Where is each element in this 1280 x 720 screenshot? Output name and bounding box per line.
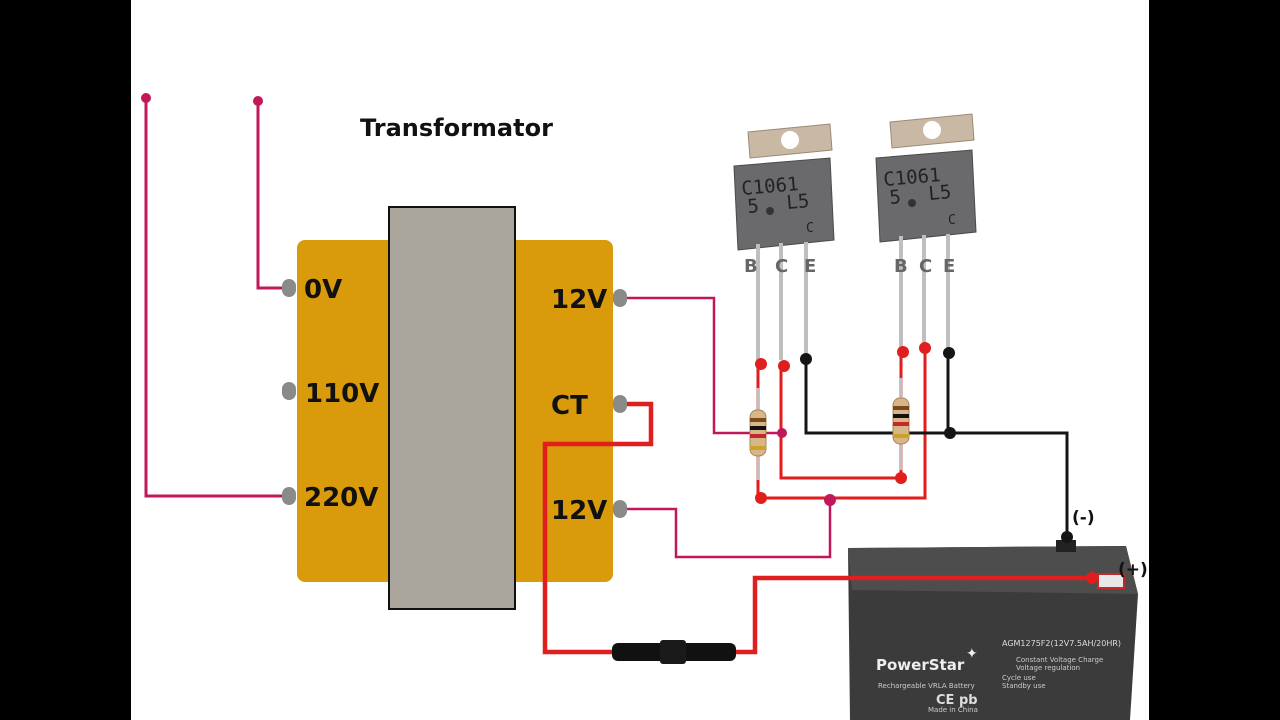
wire-fuse-to-battery-positive bbox=[736, 575, 1092, 655]
pin-220v bbox=[282, 487, 296, 505]
battery-negative-terminal bbox=[1056, 540, 1076, 552]
tap-label-110v: 110V bbox=[305, 379, 379, 409]
battery-positive-terminal bbox=[1097, 573, 1125, 589]
transistor-1-leads bbox=[756, 242, 808, 360]
transistor-2-logo-icon bbox=[908, 199, 916, 207]
battery-negative-label: (-) bbox=[1072, 508, 1095, 528]
transistor-1: C1061 5 L5 C B C E bbox=[733, 123, 835, 360]
wire-12v-top-to-base1 bbox=[627, 296, 782, 435]
pin-ct bbox=[613, 395, 627, 413]
transistor-1-body bbox=[733, 157, 835, 251]
transformer-core bbox=[388, 206, 516, 610]
pin-12v-top bbox=[613, 289, 627, 307]
battery-positive-label: (+) bbox=[1118, 560, 1148, 580]
junction-battery-negative bbox=[1061, 531, 1073, 543]
transistor-1-marking-2: 5 bbox=[747, 195, 760, 218]
junction-emitter-bus bbox=[944, 427, 956, 439]
transistor-1-marking-1: C1061 bbox=[741, 173, 800, 200]
wire-12v-bottom-to-base2 bbox=[627, 500, 832, 559]
transistor-1-mounting-hole bbox=[781, 131, 799, 149]
tap-label-220v: 220V bbox=[304, 483, 378, 513]
junction-dots bbox=[755, 342, 1098, 584]
junction-b1 bbox=[755, 358, 767, 370]
battery-cert: CE pb bbox=[936, 693, 978, 708]
battery-top bbox=[848, 546, 1138, 594]
pin-12v-bottom bbox=[613, 500, 627, 518]
wire-ct-to-fuse bbox=[542, 401, 654, 655]
junction-b2 bbox=[897, 346, 909, 358]
resistor-2-band-4 bbox=[893, 434, 909, 438]
transistor-1-logo-icon bbox=[766, 207, 774, 215]
transistor-2-marking-4: C bbox=[948, 213, 956, 228]
battery-brand-plus-icon: ✦ bbox=[966, 646, 978, 662]
transistor-1-pin-e-label: E bbox=[804, 256, 816, 277]
secondary-wires bbox=[627, 296, 832, 559]
transistor-2-marking-1: C1061 bbox=[883, 164, 942, 191]
battery-spec-2: Voltage regulation bbox=[1016, 664, 1080, 672]
resistor-1-band-3 bbox=[750, 434, 766, 438]
transistor-2-pin-b-label: B bbox=[894, 256, 908, 277]
mains-input-wires bbox=[144, 98, 288, 498]
input-terminal-1 bbox=[141, 93, 151, 103]
resistor-2 bbox=[892, 378, 910, 470]
fuse-cap bbox=[660, 640, 686, 664]
transistor-2: C1061 5 L5 C B C E bbox=[875, 113, 977, 352]
junction-battery-positive bbox=[1086, 572, 1098, 584]
battery-spec-3: Cycle use bbox=[1002, 674, 1036, 682]
transistor-2-body bbox=[875, 149, 977, 243]
resistor-1-band-1 bbox=[750, 418, 766, 422]
battery-spec-1: Constant Voltage Charge bbox=[1016, 656, 1103, 664]
resistor-1-band-4 bbox=[750, 446, 766, 450]
junction-e2 bbox=[943, 347, 955, 359]
wire-220v bbox=[144, 98, 288, 498]
diagram-title: Transformator bbox=[360, 114, 553, 142]
wire-0v bbox=[256, 101, 288, 290]
tap-label-0v: 0V bbox=[304, 275, 342, 305]
transistor-1-marking-4: C bbox=[806, 221, 814, 236]
transistor-1-pin-c-label: C bbox=[775, 256, 788, 277]
resistor-2-band-1 bbox=[893, 406, 909, 410]
resistor-2-band-3 bbox=[893, 422, 909, 426]
junction-collector-bus bbox=[895, 472, 907, 484]
transistor-1-pin-b-label: B bbox=[744, 256, 758, 277]
junction-base-bus-mid bbox=[824, 494, 836, 506]
battery-model: AGM1275F2(12V7.5AH/20HR) bbox=[1002, 639, 1121, 648]
dc-output-wires bbox=[542, 401, 1092, 655]
transistor-2-pin-c-label: C bbox=[919, 256, 932, 277]
junction-c2 bbox=[919, 342, 931, 354]
transistor-2-mounting-hole bbox=[923, 121, 941, 139]
junction-e1 bbox=[800, 353, 812, 365]
battery-type: Rechargeable VRLA Battery bbox=[878, 682, 975, 690]
junction-c1 bbox=[778, 360, 790, 372]
transistor-1-marking-3: L5 bbox=[786, 190, 811, 214]
resistor-1 bbox=[749, 388, 767, 480]
resistor-2-band-2 bbox=[893, 414, 909, 418]
transistor-2-marking-3: L5 bbox=[928, 181, 953, 205]
battery-spec-4: Standby use bbox=[1002, 682, 1046, 690]
transistor-2-leads bbox=[899, 234, 950, 352]
junction-base-bus-left bbox=[755, 492, 767, 504]
wire-emitter-to-battery-negative bbox=[804, 358, 1069, 538]
transistor-2-pin-e-label: E bbox=[943, 256, 955, 277]
pin-0v bbox=[282, 279, 296, 297]
tap-label-12v-top: 12V bbox=[551, 285, 607, 315]
tap-label-12v-bottom: 12V bbox=[551, 496, 607, 526]
input-terminal-2 bbox=[253, 96, 263, 106]
transformer: 0V 110V 220V 12V CT 12V bbox=[282, 206, 627, 610]
transistor-2-marking-2: 5 bbox=[889, 186, 902, 209]
battery-brand: PowerStar bbox=[876, 656, 965, 674]
fuse bbox=[612, 640, 736, 664]
battery-origin: Made in China bbox=[928, 706, 978, 714]
tap-label-ct: CT bbox=[551, 391, 588, 421]
resistor-1-band-2 bbox=[750, 426, 766, 430]
battery: PowerStar ✦ Rechargeable VRLA Battery AG… bbox=[848, 508, 1148, 720]
pin-110v bbox=[282, 382, 296, 400]
junction-resistor1-mid bbox=[777, 428, 787, 438]
